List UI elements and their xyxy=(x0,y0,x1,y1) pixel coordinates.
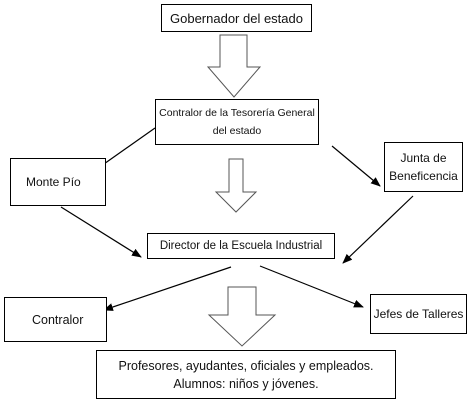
node-junta-beneficencia: Junta de Beneficencia xyxy=(384,142,463,192)
node-jefes-label: Jefes de Talleres xyxy=(373,307,464,321)
node-junta-line2: Beneficencia xyxy=(389,169,458,183)
arrow-director-to-jefes xyxy=(259,265,364,308)
node-monte-pio-label: Monte Pío xyxy=(26,175,81,189)
arrow-director-to-contralor xyxy=(103,266,232,311)
node-jefes-talleres: Jefes de Talleres xyxy=(370,294,467,334)
node-contralor-tesoreria-line2: del estado xyxy=(212,125,262,137)
block-arrow-director-to-profesores xyxy=(207,286,277,347)
node-junta-line1: Junta de xyxy=(400,151,447,165)
block-arrow-contralor-to-director xyxy=(214,158,258,213)
node-gobernador-label: Gobernador del estado xyxy=(170,10,303,26)
arrow-contralor-to-junta xyxy=(331,145,381,187)
node-director: Director de la Escuela Industrial xyxy=(147,233,335,259)
node-contralor: Contralor xyxy=(4,297,107,342)
node-contralor-tesoreria: Contralor de la Tesorería General del es… xyxy=(155,99,319,145)
arrow-montepio-to-director xyxy=(60,206,142,258)
node-monte-pio: Monte Pío xyxy=(10,158,106,206)
arrow-junta-to-director xyxy=(342,195,414,264)
node-contralor-tesoreria-line1: Contralor de la Tesorería General xyxy=(159,107,315,119)
node-director-label: Director de la Escuela Industrial xyxy=(159,240,323,252)
block-arrow-gob-to-contralor xyxy=(206,34,262,98)
node-profesores-line1: Profesores, ayudantes, oficiales y emple… xyxy=(118,358,374,373)
node-profesores-line2: Alumnos: niños y jóvenes. xyxy=(173,376,319,391)
node-contralor-label: Contralor xyxy=(32,312,84,327)
node-profesores: Profesores, ayudantes, oficiales y emple… xyxy=(96,350,396,399)
node-gobernador: Gobernador del estado xyxy=(161,4,312,32)
